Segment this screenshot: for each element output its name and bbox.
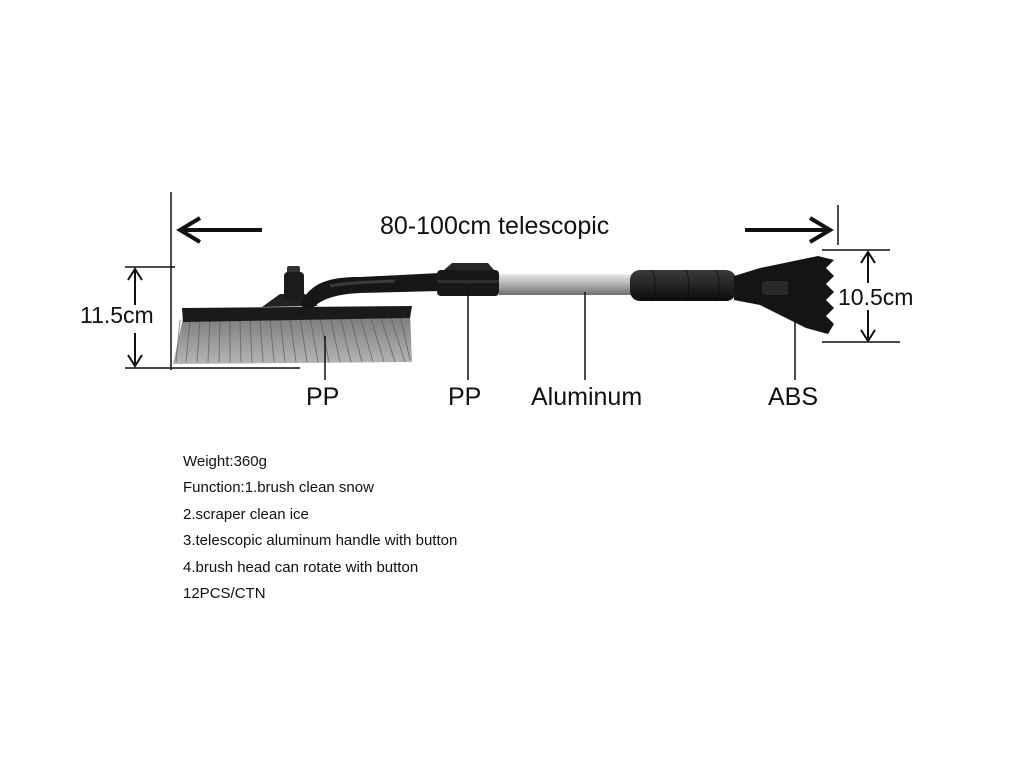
lock-collar — [437, 263, 499, 296]
pivot-handle — [284, 266, 440, 312]
length-dimension — [170, 192, 839, 370]
scraper-height-label: 10.5cm — [838, 284, 914, 310]
spec-function-2: 2.scraper clean ice — [183, 505, 309, 523]
material-label-brush: PP — [306, 383, 340, 411]
material-label-scraper: ABS — [768, 383, 819, 411]
foam-grip — [630, 269, 736, 302]
arrow-down-icon — [860, 329, 876, 343]
brush-head-base — [182, 306, 412, 322]
brush-height-dimension — [125, 266, 300, 369]
bristle-strands — [175, 314, 411, 363]
material-leader-lines — [324, 287, 796, 380]
spec-packing: 12PCS/CTN — [183, 585, 266, 603]
aluminum-tube — [499, 274, 632, 295]
material-label-collar: PP — [448, 383, 482, 411]
spec-function-1: Function:1.brush clean snow — [183, 479, 374, 497]
arrow-left-icon — [176, 216, 262, 244]
brush-height-label: 11.5cm — [80, 302, 154, 328]
arrow-down-icon — [127, 354, 143, 368]
telescopic-button — [444, 263, 494, 270]
scraper-height-dimension — [822, 249, 900, 343]
material-label-tube: Aluminum — [531, 383, 643, 411]
spec-list: Weight:360g Function:1.brush clean snow … — [183, 449, 457, 607]
ice-scraper — [734, 256, 834, 334]
arrow-up-icon — [127, 267, 143, 281]
spec-function-4: 4.brush head can rotate with button — [183, 558, 419, 576]
arrow-up-icon — [860, 250, 876, 264]
spec-weight: Weight:360g — [183, 453, 267, 470]
length-label: 80-100cm telescopic — [380, 212, 610, 240]
spec-function-3: 3.telescopic aluminum handle with button — [183, 532, 458, 550]
arrow-right-icon — [745, 216, 834, 244]
brush-head — [173, 294, 412, 364]
